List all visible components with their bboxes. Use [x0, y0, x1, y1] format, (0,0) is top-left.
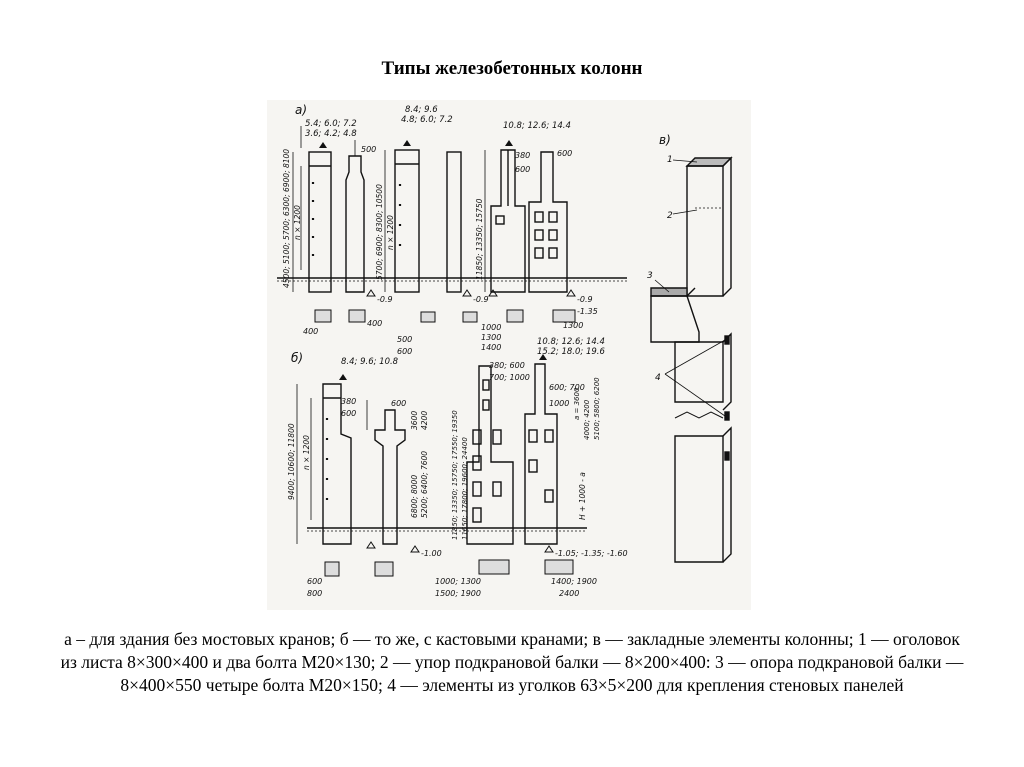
a-lvl1: -0.9 [377, 295, 393, 304]
column-b1 [296, 374, 352, 545]
b-dim-1000: 1000 [549, 399, 569, 408]
column-a1 [292, 126, 332, 293]
a-dim-500: 500 [361, 145, 376, 154]
b-vert4: 11850; 13350; 15750; 17550; 19350 [451, 410, 459, 540]
column-a6 [528, 151, 568, 293]
b-dim-600: 600 [341, 409, 356, 418]
a-dim-600: 600 [515, 165, 530, 174]
b-vert6: a = 3600 [573, 387, 581, 420]
a-lvl4: -1.35 [577, 307, 598, 316]
a-vert2: 5700; 6900; 8300; 10500 [375, 184, 384, 280]
b-sec-1400: 1400; 1900 [551, 577, 597, 586]
column-a3 [384, 140, 420, 293]
b-sec-1500: 1500; 1900 [435, 589, 481, 598]
b-vert9: H + 1000 - a [578, 472, 587, 520]
column-v-3d [650, 156, 733, 563]
a-elev1: 5.4; 6.0; 7.2 [305, 119, 357, 129]
b-dim-380-600: 380; 600 [489, 361, 525, 370]
a-sec-1000: 1000 [481, 323, 501, 332]
a-lvl2: -0.9 [473, 295, 489, 304]
a-sec-500: 500 [397, 335, 412, 344]
b-sec-1000: 1000; 1300 [435, 577, 481, 586]
a-sec-600: 600 [397, 347, 412, 356]
column-a5 [484, 140, 526, 293]
b-lvl1: -1.00 [421, 549, 442, 558]
v-item1: 1 [667, 155, 673, 165]
b-dim-380: 380 [341, 397, 356, 406]
v-item4: 4 [655, 373, 661, 383]
b-elev1: 8.4; 9.6; 10.8 [341, 357, 399, 367]
column-b2 [366, 400, 406, 545]
a-n1200: n × 1200 [293, 205, 302, 240]
a-sec-1300: 1300 [481, 333, 501, 342]
a-sec-400a: 400 [303, 327, 318, 336]
b-dim-4200: 4200 [420, 411, 429, 430]
a-dim-380: 380 [515, 151, 530, 160]
b-vert5: 11650; 17800; 19600; 24400 [461, 437, 469, 540]
b-dim-600b: 600 [391, 399, 406, 408]
a-elev3: 8.4; 9.6 [405, 105, 438, 115]
b-elev3: 15.2; 18.0; 19.6 [537, 347, 606, 357]
b-vert3: 5200; 6400; 7600 [420, 451, 429, 518]
b-vert8: 5100; 5800; 6200 [593, 377, 601, 440]
b-dim-3600: 3600 [410, 411, 419, 430]
column-a4 [446, 151, 462, 293]
b-n1200: n × 1200 [302, 435, 311, 470]
v-item3: 3 [647, 271, 653, 281]
column-b4 [524, 354, 558, 545]
b-elev2: 10.8; 12.6; 14.4 [537, 337, 605, 347]
b-sec-2400: 2400 [559, 589, 579, 598]
a-sec-400b: 400 [367, 319, 382, 328]
a-dim-600b: 600 [557, 149, 572, 158]
figure-caption: а – для здания без мостовых кранов; б — … [60, 629, 964, 695]
page-title: Типы железобетонных колонн [381, 58, 643, 79]
a-elev4: 4.8; 6.0; 7.2 [401, 115, 453, 125]
a-elev2: 3.6; 4.2; 4.8 [305, 129, 357, 139]
b-vert2: 6800; 8000 [410, 475, 419, 518]
panel-label-a: а) [295, 103, 307, 117]
column-a2 [345, 140, 365, 293]
b-dim-700-1000: 700; 1000 [489, 373, 530, 382]
a-sec-1400: 1400 [481, 343, 501, 352]
b-vert1: 9400; 10600; 11800 [287, 423, 296, 500]
a-n1200b: n × 1200 [386, 215, 395, 250]
a-elev5: 10.8; 12.6; 14.4 [503, 121, 571, 131]
a-vert1: 4500; 5100; 5700; 6300; 6900; 8100 [282, 149, 291, 288]
column-types-drawing: а) 5.4; 6.0; 7.2 3.6; 4.2; 4.8 4500; 510… [267, 100, 751, 610]
b-sec-600: 600 [307, 577, 322, 586]
a-vert3: 11850; 13350; 15750 [475, 198, 484, 280]
panel-label-b: б) [291, 351, 303, 365]
a-lvl3: -0.9 [577, 295, 593, 304]
panel-label-v: в) [659, 133, 671, 147]
b-vert7: 4000; 4200 [583, 399, 591, 440]
a-sec-1300b: 1300 [563, 321, 583, 330]
v-item2: 2 [667, 211, 673, 221]
b-sec-800: 800 [307, 589, 322, 598]
b-lvl2: -1.05; -1.35; -1.60 [555, 549, 628, 558]
b-dim-600-700: 600; 700 [549, 383, 585, 392]
column-b3 [466, 365, 514, 545]
